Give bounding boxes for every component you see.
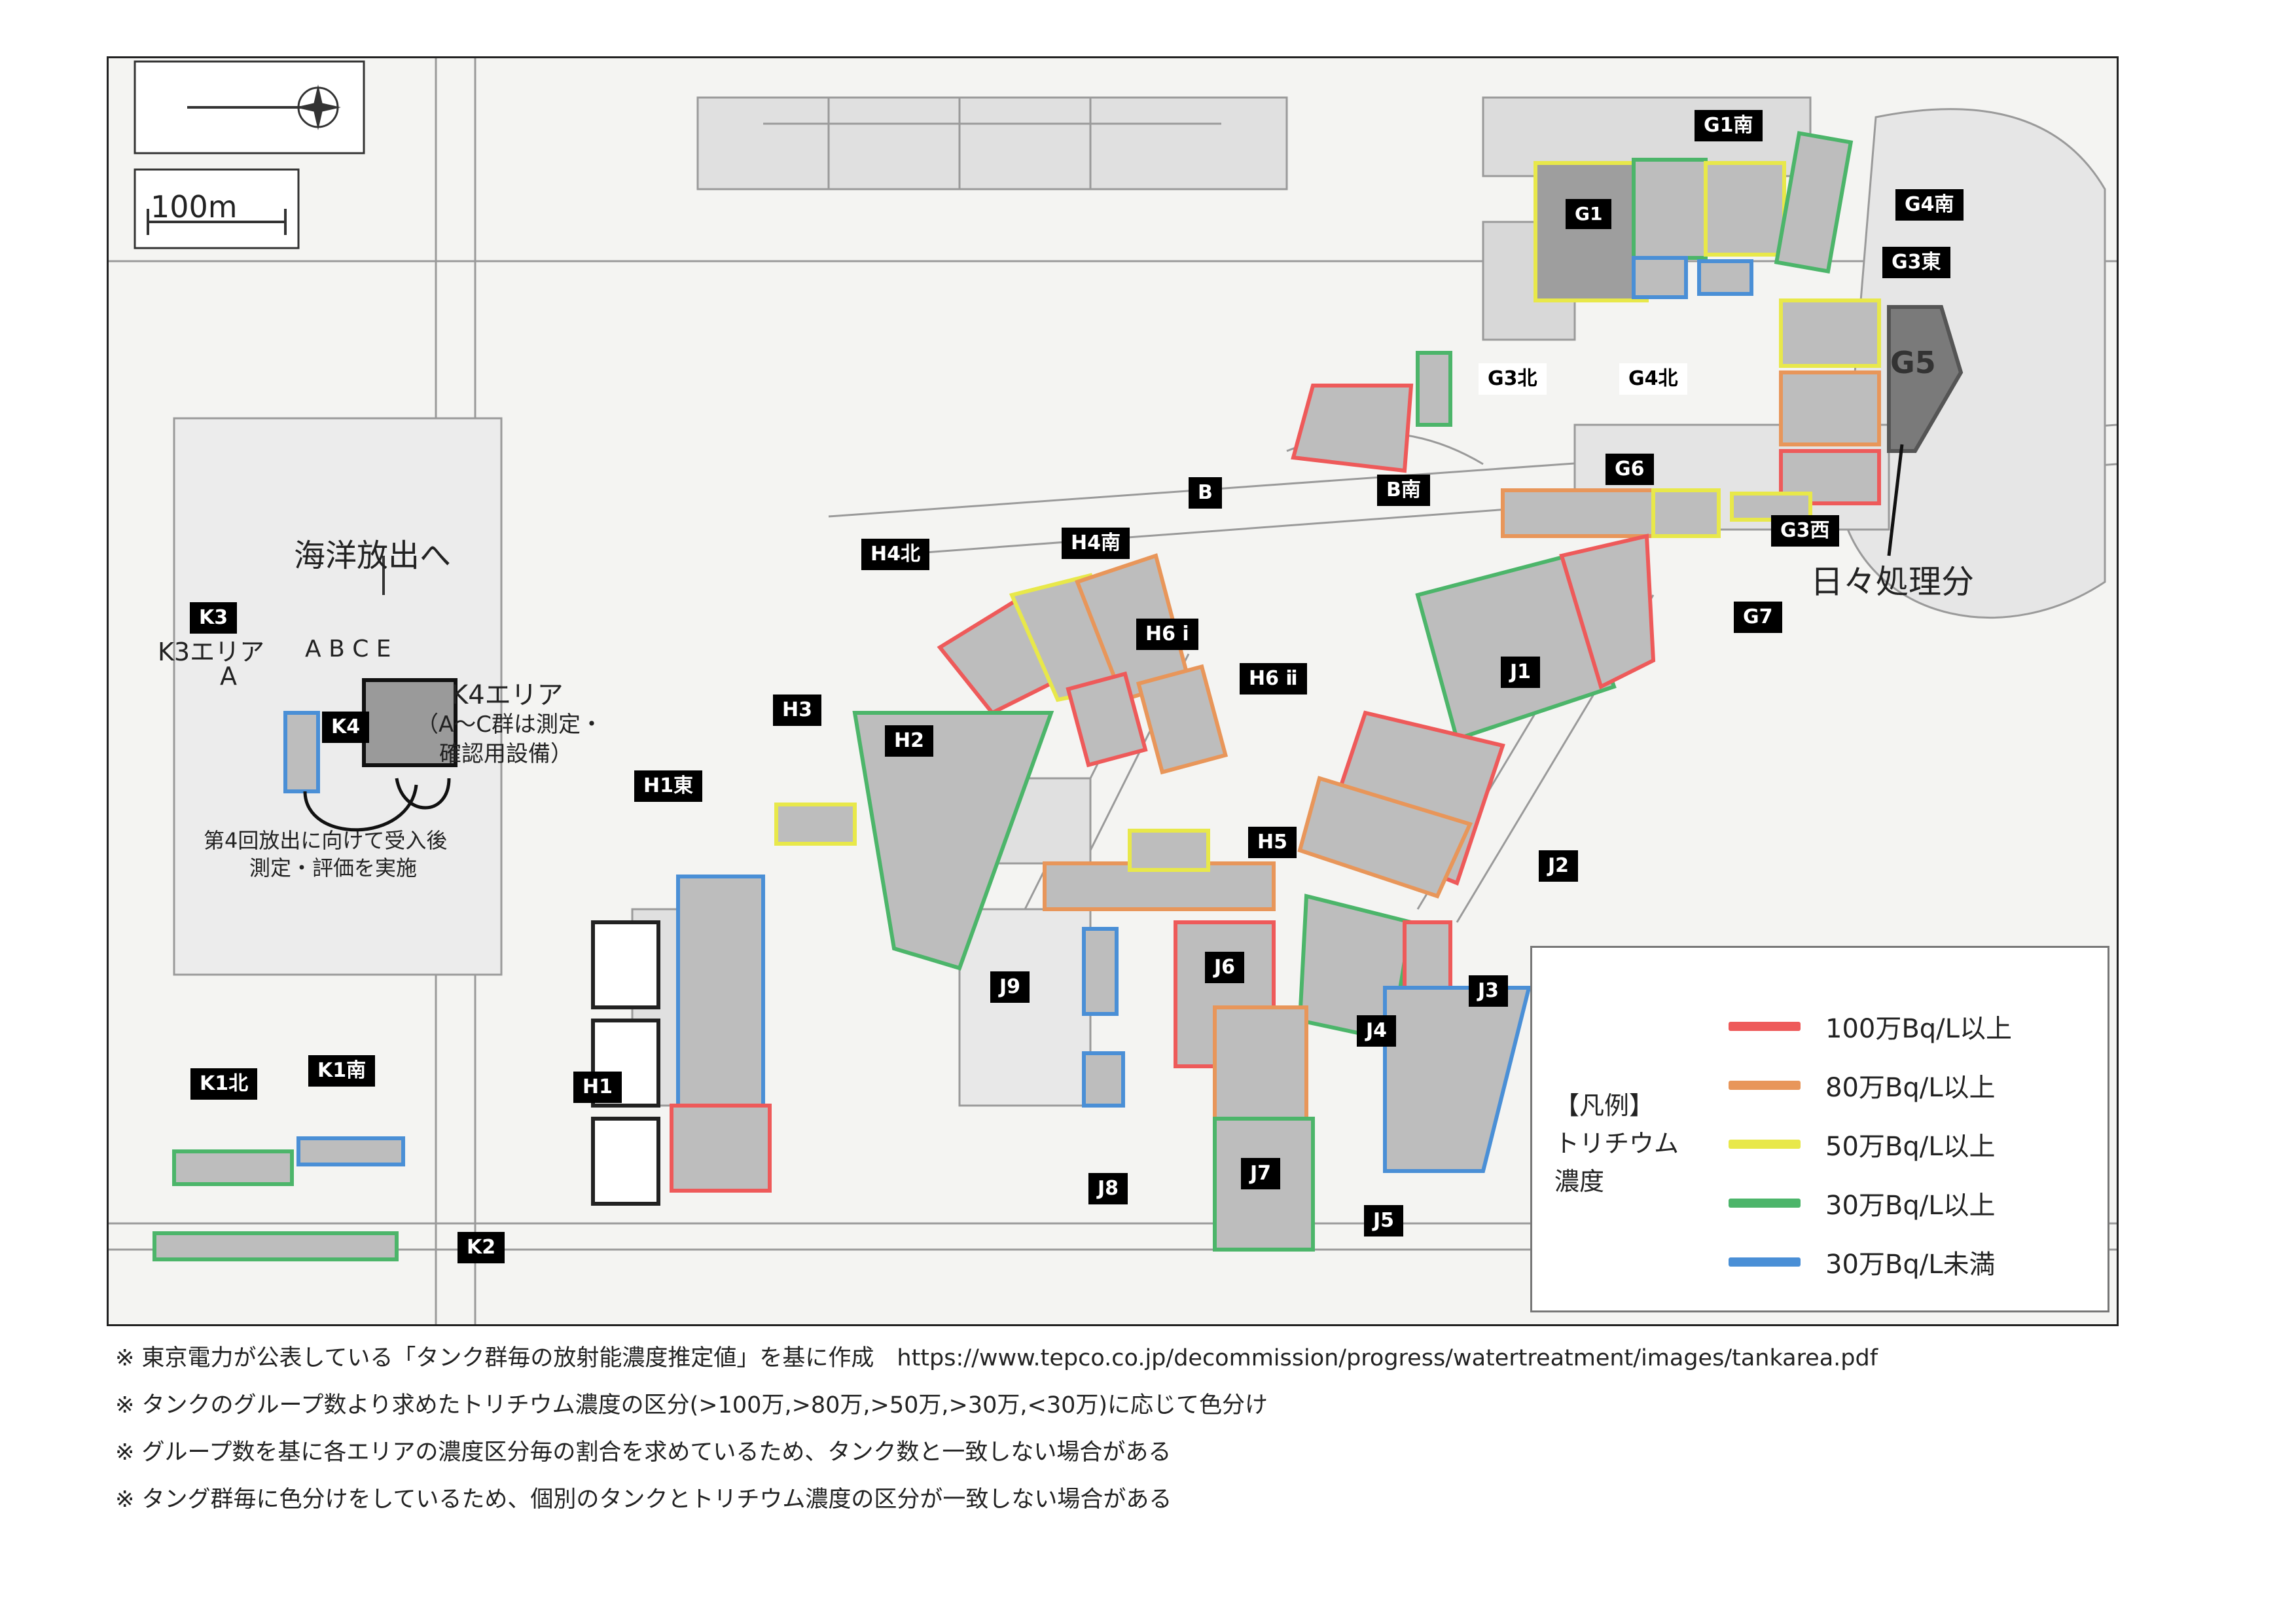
- area-label-g3e: G3東: [1882, 247, 1950, 278]
- ocean-release-text: 海洋放出へ: [294, 537, 452, 574]
- legend-swatch-orange: [1729, 1081, 1801, 1090]
- area-label-g3n: G3北: [1479, 363, 1547, 395]
- area-label-g7: G7: [1734, 602, 1782, 633]
- legend-swatch-blue: [1729, 1257, 1801, 1267]
- area-label-bs: B南: [1377, 475, 1430, 506]
- legend-item: 30万Bq/L未満: [1729, 1242, 1996, 1282]
- legend-item: 30万Bq/L以上: [1729, 1183, 1996, 1223]
- footnote: ※ タンクのグループ数より求めたトリチウム濃度の区分(>100万,>80万,>5…: [115, 1392, 1268, 1418]
- legend: 【凡例】 トリチウム 濃度 100万Bq/L以上 80万Bq/L以上 50万Bq…: [1530, 946, 2109, 1312]
- area-label-j5: J5: [1364, 1205, 1404, 1236]
- area-label-k2: K2: [457, 1232, 505, 1263]
- footnote: ※ タング群毎に色分けをしているため、個別のタンクとトリチウム濃度の区分が一致し…: [115, 1487, 1172, 1513]
- area-label-k4: K4: [322, 712, 370, 743]
- k4-area-text: K4エリア: [451, 680, 564, 710]
- daily-processing-text: 日々処理分: [1810, 563, 1974, 601]
- area-label-j2: J2: [1539, 850, 1579, 882]
- legend-swatch-green: [1729, 1199, 1801, 1208]
- k4-note-2: 確認用設備）: [439, 741, 573, 767]
- area-label-j7: J7: [1241, 1158, 1281, 1189]
- legend-item: 80万Bq/L以上: [1729, 1066, 1996, 1105]
- compass-icon: [134, 60, 365, 154]
- area-label-h6ii: H6 ⅱ: [1240, 663, 1307, 695]
- area-label-h1: H1: [573, 1072, 622, 1103]
- fourth-release-text-1: 第4回放出に向けて受入後: [204, 828, 448, 853]
- area-label-b: B: [1189, 477, 1222, 509]
- legend-item: 100万Bq/L以上: [1729, 1007, 2012, 1046]
- area-label-h6i: H6 ⅰ: [1136, 619, 1198, 650]
- legend-label: 50万Bq/L以上: [1825, 1132, 1996, 1162]
- legend-item: 50万Bq/L以上: [1729, 1125, 1996, 1164]
- area-label-h3: H3: [773, 695, 821, 726]
- k4-note-1: （A～C群は測定・: [416, 712, 603, 738]
- area-label-h1e: H1東: [634, 770, 702, 802]
- tank-groups: [152, 131, 1964, 1261]
- area-label-k1s: K1南: [308, 1055, 376, 1087]
- scale-bar-icon: [134, 168, 300, 249]
- fourth-release-text-2: 測定・評価を実施: [249, 856, 418, 880]
- area-label-j3: J3: [1469, 975, 1509, 1007]
- legend-swatch-yellow: [1729, 1140, 1801, 1149]
- area-label-k3: K3: [190, 602, 238, 634]
- area-label-h4n: H4北: [861, 539, 929, 570]
- k4-groups-text: A B C E: [305, 636, 391, 662]
- area-label-h4s: H4南: [1062, 528, 1130, 559]
- area-label-h5: H5: [1248, 827, 1297, 858]
- area-label-j6: J6: [1205, 952, 1245, 983]
- area-label-g3w: G3西: [1771, 515, 1839, 547]
- area-label-j4: J4: [1357, 1015, 1397, 1047]
- area-label-j8: J8: [1088, 1173, 1128, 1204]
- k3-area-text: K3エリア: [158, 638, 265, 666]
- area-label-g6: G6: [1605, 454, 1654, 485]
- scale-label: 100m: [151, 189, 238, 225]
- area-label-j1: J1: [1501, 657, 1541, 688]
- area-label-g4s: G4南: [1895, 189, 1964, 221]
- k3-group-text: A: [220, 662, 237, 691]
- map-canvas: [109, 58, 2117, 1324]
- legend-label: 100万Bq/L以上: [1825, 1014, 2012, 1044]
- legend-swatch-red: [1729, 1022, 1801, 1031]
- legend-title-1: 【凡例】: [1554, 1091, 1655, 1120]
- site-map: 100m 海洋放出へ K3エリア A A B C E K4エリア （A～C群は測…: [107, 56, 2119, 1326]
- area-label-g5: G5: [1890, 345, 1936, 380]
- footnote: ※ 東京電力が公表している「タンク群毎の放射能濃度推定値」を基に作成 https…: [115, 1345, 1878, 1371]
- legend-label: 30万Bq/L未満: [1825, 1250, 1996, 1280]
- map-background: [109, 58, 2117, 1324]
- footnote: ※ グループ数を基に各エリアの濃度区分毎の割合を求めているため、タンク数と一致し…: [115, 1439, 1172, 1466]
- legend-label: 30万Bq/L以上: [1825, 1191, 1996, 1221]
- area-label-g1s: G1南: [1695, 110, 1763, 141]
- area-label-g4n: G4北: [1619, 363, 1687, 395]
- area-label-k1n: K1北: [190, 1068, 258, 1100]
- legend-title-3: 濃度: [1554, 1167, 1605, 1196]
- area-label-h2: H2: [885, 725, 933, 757]
- legend-title-2: トリチウム: [1554, 1129, 1679, 1158]
- area-label-g1: G1: [1566, 199, 1612, 229]
- legend-label: 80万Bq/L以上: [1825, 1073, 1996, 1103]
- area-label-j9: J9: [990, 971, 1030, 1003]
